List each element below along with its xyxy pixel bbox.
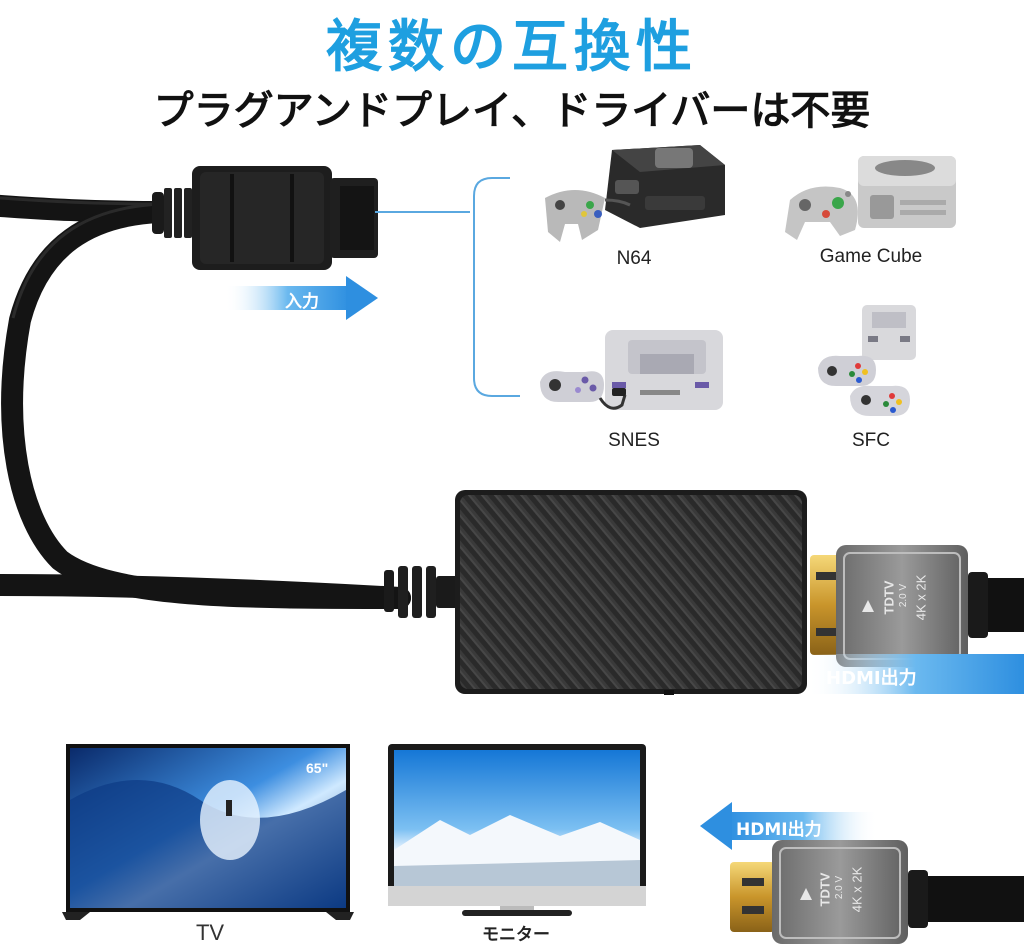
console-label-sfc: SFC bbox=[852, 430, 890, 451]
hdmi-output-label-bottom: HDMI出力 bbox=[736, 820, 822, 840]
monitor-image bbox=[388, 744, 646, 916]
sfc-console-image bbox=[818, 305, 916, 416]
hdmi-plug-text-main: TDTV 2.0 V 4K x 2K bbox=[876, 560, 936, 646]
hdmi-plug-text-bottom: TDTV 2.0 V 4K x 2K bbox=[812, 850, 872, 936]
hdmi-resolution-main: 4K x 2K bbox=[913, 574, 929, 621]
converter-box bbox=[384, 490, 807, 695]
arrow-right-icon bbox=[225, 276, 378, 320]
n64-console-image bbox=[545, 145, 725, 242]
hdmi-version-main: 2.0 V bbox=[898, 583, 910, 608]
tv-image bbox=[62, 744, 354, 920]
hdmi-plug-main bbox=[810, 545, 1024, 667]
hdmi-output-label-main: HDMI出力 bbox=[826, 668, 917, 689]
hdmi-output-arrow-main bbox=[807, 654, 1024, 694]
cable bbox=[0, 194, 411, 609]
hdmi-plug-bottom bbox=[730, 840, 1024, 944]
console-label-gamecube: Game Cube bbox=[819, 246, 923, 267]
hdmi-version-bottom: 2.0 V bbox=[834, 875, 846, 900]
monitor-label: モニター bbox=[482, 925, 550, 945]
console-label-n64: N64 bbox=[616, 248, 652, 269]
hdmi-brand-bottom: TDTV bbox=[817, 872, 833, 907]
gamecube-console-image bbox=[785, 156, 956, 240]
snes-console-image bbox=[540, 330, 723, 410]
tv-size-badge: 65" bbox=[306, 760, 329, 776]
page-title: 複数の互換性 bbox=[326, 15, 698, 80]
arrow-left-icon bbox=[700, 802, 878, 850]
hdmi-brand-main: TDTV bbox=[881, 580, 897, 615]
page-subtitle: プラグアンドプレイ、ドライバーは不要 bbox=[153, 88, 871, 134]
hdmi-resolution-bottom: 4K x 2K bbox=[849, 866, 865, 913]
tv-label: TV bbox=[195, 920, 225, 945]
console-bracket bbox=[375, 177, 520, 397]
console-label-snes: SNES bbox=[608, 430, 660, 451]
n64-plug bbox=[152, 166, 378, 270]
input-label: 入力 bbox=[285, 292, 319, 312]
